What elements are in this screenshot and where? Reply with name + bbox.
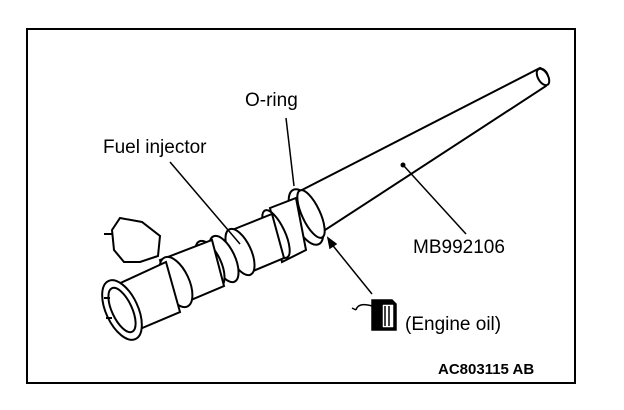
leader-lines — [169, 117, 467, 245]
fuel-injector-leader — [169, 161, 241, 245]
fuel-injector-label: Fuel injector — [103, 137, 207, 158]
o-ring-leader — [285, 117, 295, 187]
fuel-injector-body — [101, 196, 308, 341]
special-tool-label: MB992106 — [413, 237, 505, 258]
figure-code: AC803115 AB — [438, 361, 535, 378]
oil-can-icon — [351, 299, 397, 331]
engine-oil-label: (Engine oil) — [405, 314, 502, 335]
tool-pointer-dot — [400, 162, 406, 168]
lubrication-arrow — [326, 236, 373, 295]
special-tool-guide — [296, 66, 551, 234]
tool-leader — [403, 165, 467, 235]
o-ring-label: O-ring — [245, 90, 298, 111]
